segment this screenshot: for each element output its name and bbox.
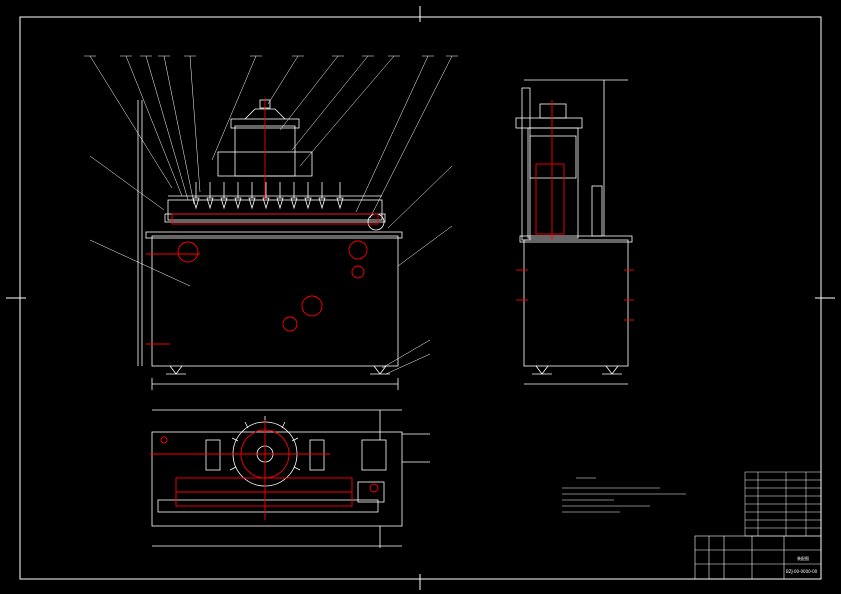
top-view-red-features (150, 420, 379, 520)
leader-lines (84, 55, 458, 375)
front-view-red-features (146, 98, 379, 345)
title-block-tag: 装配图 (797, 556, 809, 561)
top-view-gear-teeth (229, 416, 301, 471)
title-block (694, 535, 822, 580)
front-view (84, 55, 458, 390)
spindle-row (192, 182, 344, 210)
technical-notes (562, 477, 686, 513)
title-block-drawing-number: BZJ-00-0000-00 (786, 569, 818, 574)
parts-list (744, 471, 822, 537)
top-view (151, 409, 430, 548)
drawing-frame (6, 6, 835, 590)
side-view-red-features (516, 100, 634, 321)
side-view (515, 79, 633, 385)
